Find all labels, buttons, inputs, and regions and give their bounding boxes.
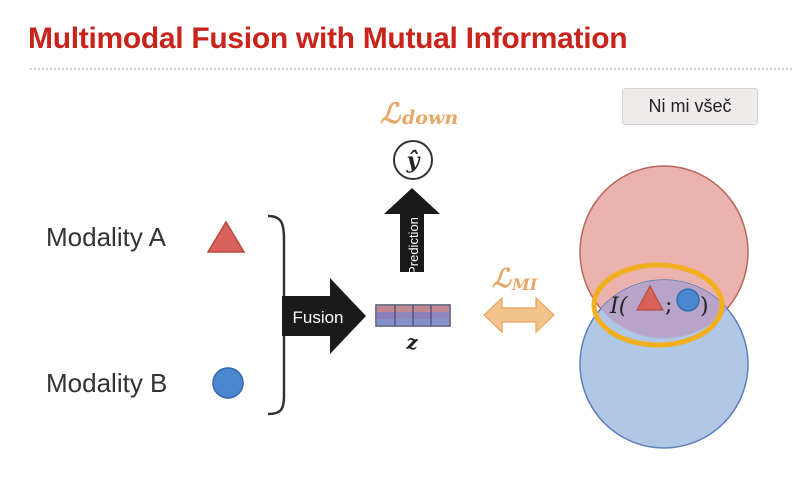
mi-expression-suffix: )	[700, 294, 709, 319]
mi-triangle-icon	[635, 284, 665, 311]
embedding-label: z	[405, 330, 418, 354]
fusion-arrow	[282, 278, 366, 354]
title-divider	[30, 68, 792, 70]
page-title: Multimodal Fusion with Mutual Informatio…	[28, 22, 628, 55]
tooltip: Ni mi všeč	[622, 88, 758, 125]
mi-highlight-ring	[591, 262, 725, 348]
output-node	[393, 140, 433, 180]
triangle-icon	[206, 220, 246, 253]
modality-b-label: Modality B	[46, 368, 168, 398]
modality-a-label: Modality A	[46, 222, 166, 252]
loss-down-subscript: down	[402, 107, 458, 129]
mi-circle-icon	[676, 288, 700, 312]
circle-icon	[212, 367, 244, 399]
prediction-label: Prediction	[406, 217, 421, 275]
mi-expression-prefix: I(	[609, 294, 628, 319]
fusion-label: Fusion	[292, 308, 343, 327]
output-label: ŷ	[406, 148, 422, 174]
loss-mi-symbol: ℒ	[492, 264, 512, 294]
prediction-arrow	[384, 188, 440, 272]
venn-intersection	[580, 280, 748, 338]
mi-double-arrow	[483, 296, 555, 334]
loss-mi-subscript: MI	[511, 275, 538, 294]
embedding-vector	[375, 304, 451, 327]
mi-expression-separator: ;	[665, 293, 672, 318]
loss-down-symbol: ℒ	[380, 97, 402, 130]
